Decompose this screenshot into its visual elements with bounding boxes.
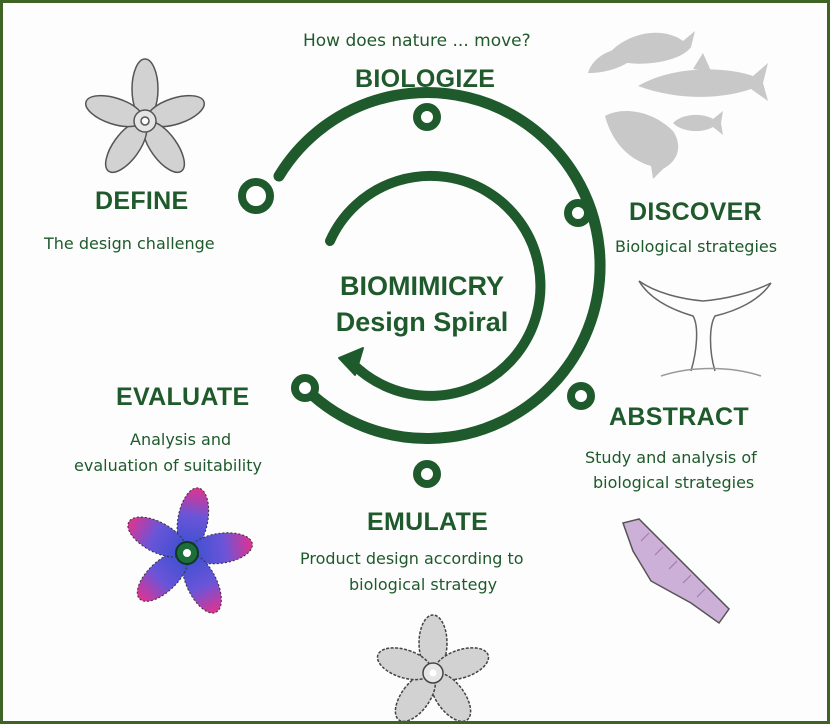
dolphin-shape [588,41,641,73]
center-title-line1: BIOMIMICRY [340,271,504,301]
node-emulate [413,460,441,488]
step-title-abstract: ABSTRACT [609,403,749,431]
fin-section-icon [622,518,730,625]
small-fish-shape [673,111,723,135]
inner-spiral-arc [325,170,546,401]
step-title-define: DEFINE [95,187,189,215]
step-desc-abstract-1: Study and analysis of [585,448,757,467]
step-title-biologize: BIOLOGIZE [355,65,496,93]
step-desc-evaluate-1: Analysis and [130,430,232,449]
step-title-discover: DISCOVER [629,198,762,226]
node-define [238,178,274,214]
step-title-emulate: EMULATE [367,508,489,536]
tubercle-propeller-icon [376,614,490,721]
propeller-heatmap-icon [127,487,253,614]
step-title-evaluate: EVALUATE [116,383,250,411]
node-discover [564,199,592,227]
center-title-line2: Design Spiral [335,307,509,337]
question-text: How does nature ... move? [303,31,531,51]
step-desc-evaluate-2: evaluation of suitability [74,456,262,475]
whale-tail-icon [638,280,772,377]
whale-shape [605,111,679,179]
marine-animals-icon [588,31,768,179]
step-desc-abstract-2: biological strategies [593,473,755,492]
step-desc-discover: Biological strategies [615,237,778,256]
propeller-sketch-icon [85,58,205,174]
node-abstract [567,382,595,410]
shark-shape [638,63,768,101]
spiral-arrow-head [338,347,364,376]
step-desc-emulate-1: Product design according to [300,549,524,568]
node-biologize [413,103,441,131]
step-desc-emulate-2: biological strategy [349,575,498,594]
node-evaluate [291,374,319,402]
step-desc-define: The design challenge [44,234,215,253]
design-spiral [238,87,606,488]
outer-spiral-arc [273,87,606,445]
